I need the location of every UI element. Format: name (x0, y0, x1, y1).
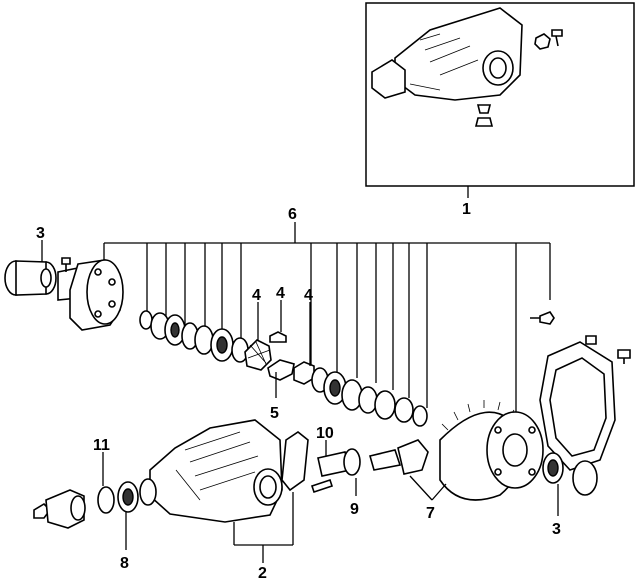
housing-bracket (281, 431, 309, 492)
callout-9: 9 (350, 501, 359, 518)
callout-10: 10 (316, 425, 334, 442)
cover-plug (585, 335, 597, 345)
pinion-mate (269, 331, 287, 343)
callout-6: 6 (288, 206, 297, 223)
left-carrier-case (4, 240, 124, 331)
rear-bearing (343, 448, 361, 476)
inset-plug (534, 33, 551, 50)
pinion-ring-gear (310, 400, 598, 516)
drive-pinion (397, 439, 429, 475)
adjusting-shim (572, 460, 598, 496)
gear-stack (139, 310, 555, 427)
callout-4-a: 4 (252, 287, 261, 304)
callout-1: 1 (462, 201, 471, 218)
inset-washer (476, 104, 492, 114)
inset-nut (474, 117, 494, 127)
callout-3-right: 3 (552, 521, 561, 538)
housing-bolt (310, 478, 334, 494)
side-gear (244, 339, 272, 371)
callout-4-c: 4 (304, 287, 313, 304)
callout-3-left: 3 (36, 225, 45, 242)
callout-6-bracket (103, 222, 551, 418)
callout-2: 2 (258, 565, 267, 581)
oil-seal (97, 486, 115, 514)
callout-7: 7 (426, 505, 435, 522)
cross-shaft (267, 359, 295, 381)
pinion-side-parts (33, 452, 157, 550)
inset-frame (365, 2, 635, 187)
callout-11: 11 (93, 437, 110, 454)
callout-8: 8 (120, 555, 129, 572)
case-bolt (61, 257, 71, 272)
inset-yoke-flange (371, 59, 406, 99)
callout-4-b: 4 (276, 285, 285, 302)
callout-5: 5 (270, 405, 279, 422)
inset-assembly (365, 2, 635, 198)
vent-plug (530, 311, 555, 325)
rear-cover (539, 335, 631, 471)
cover-bolt (617, 349, 631, 364)
main-housing (149, 419, 309, 563)
